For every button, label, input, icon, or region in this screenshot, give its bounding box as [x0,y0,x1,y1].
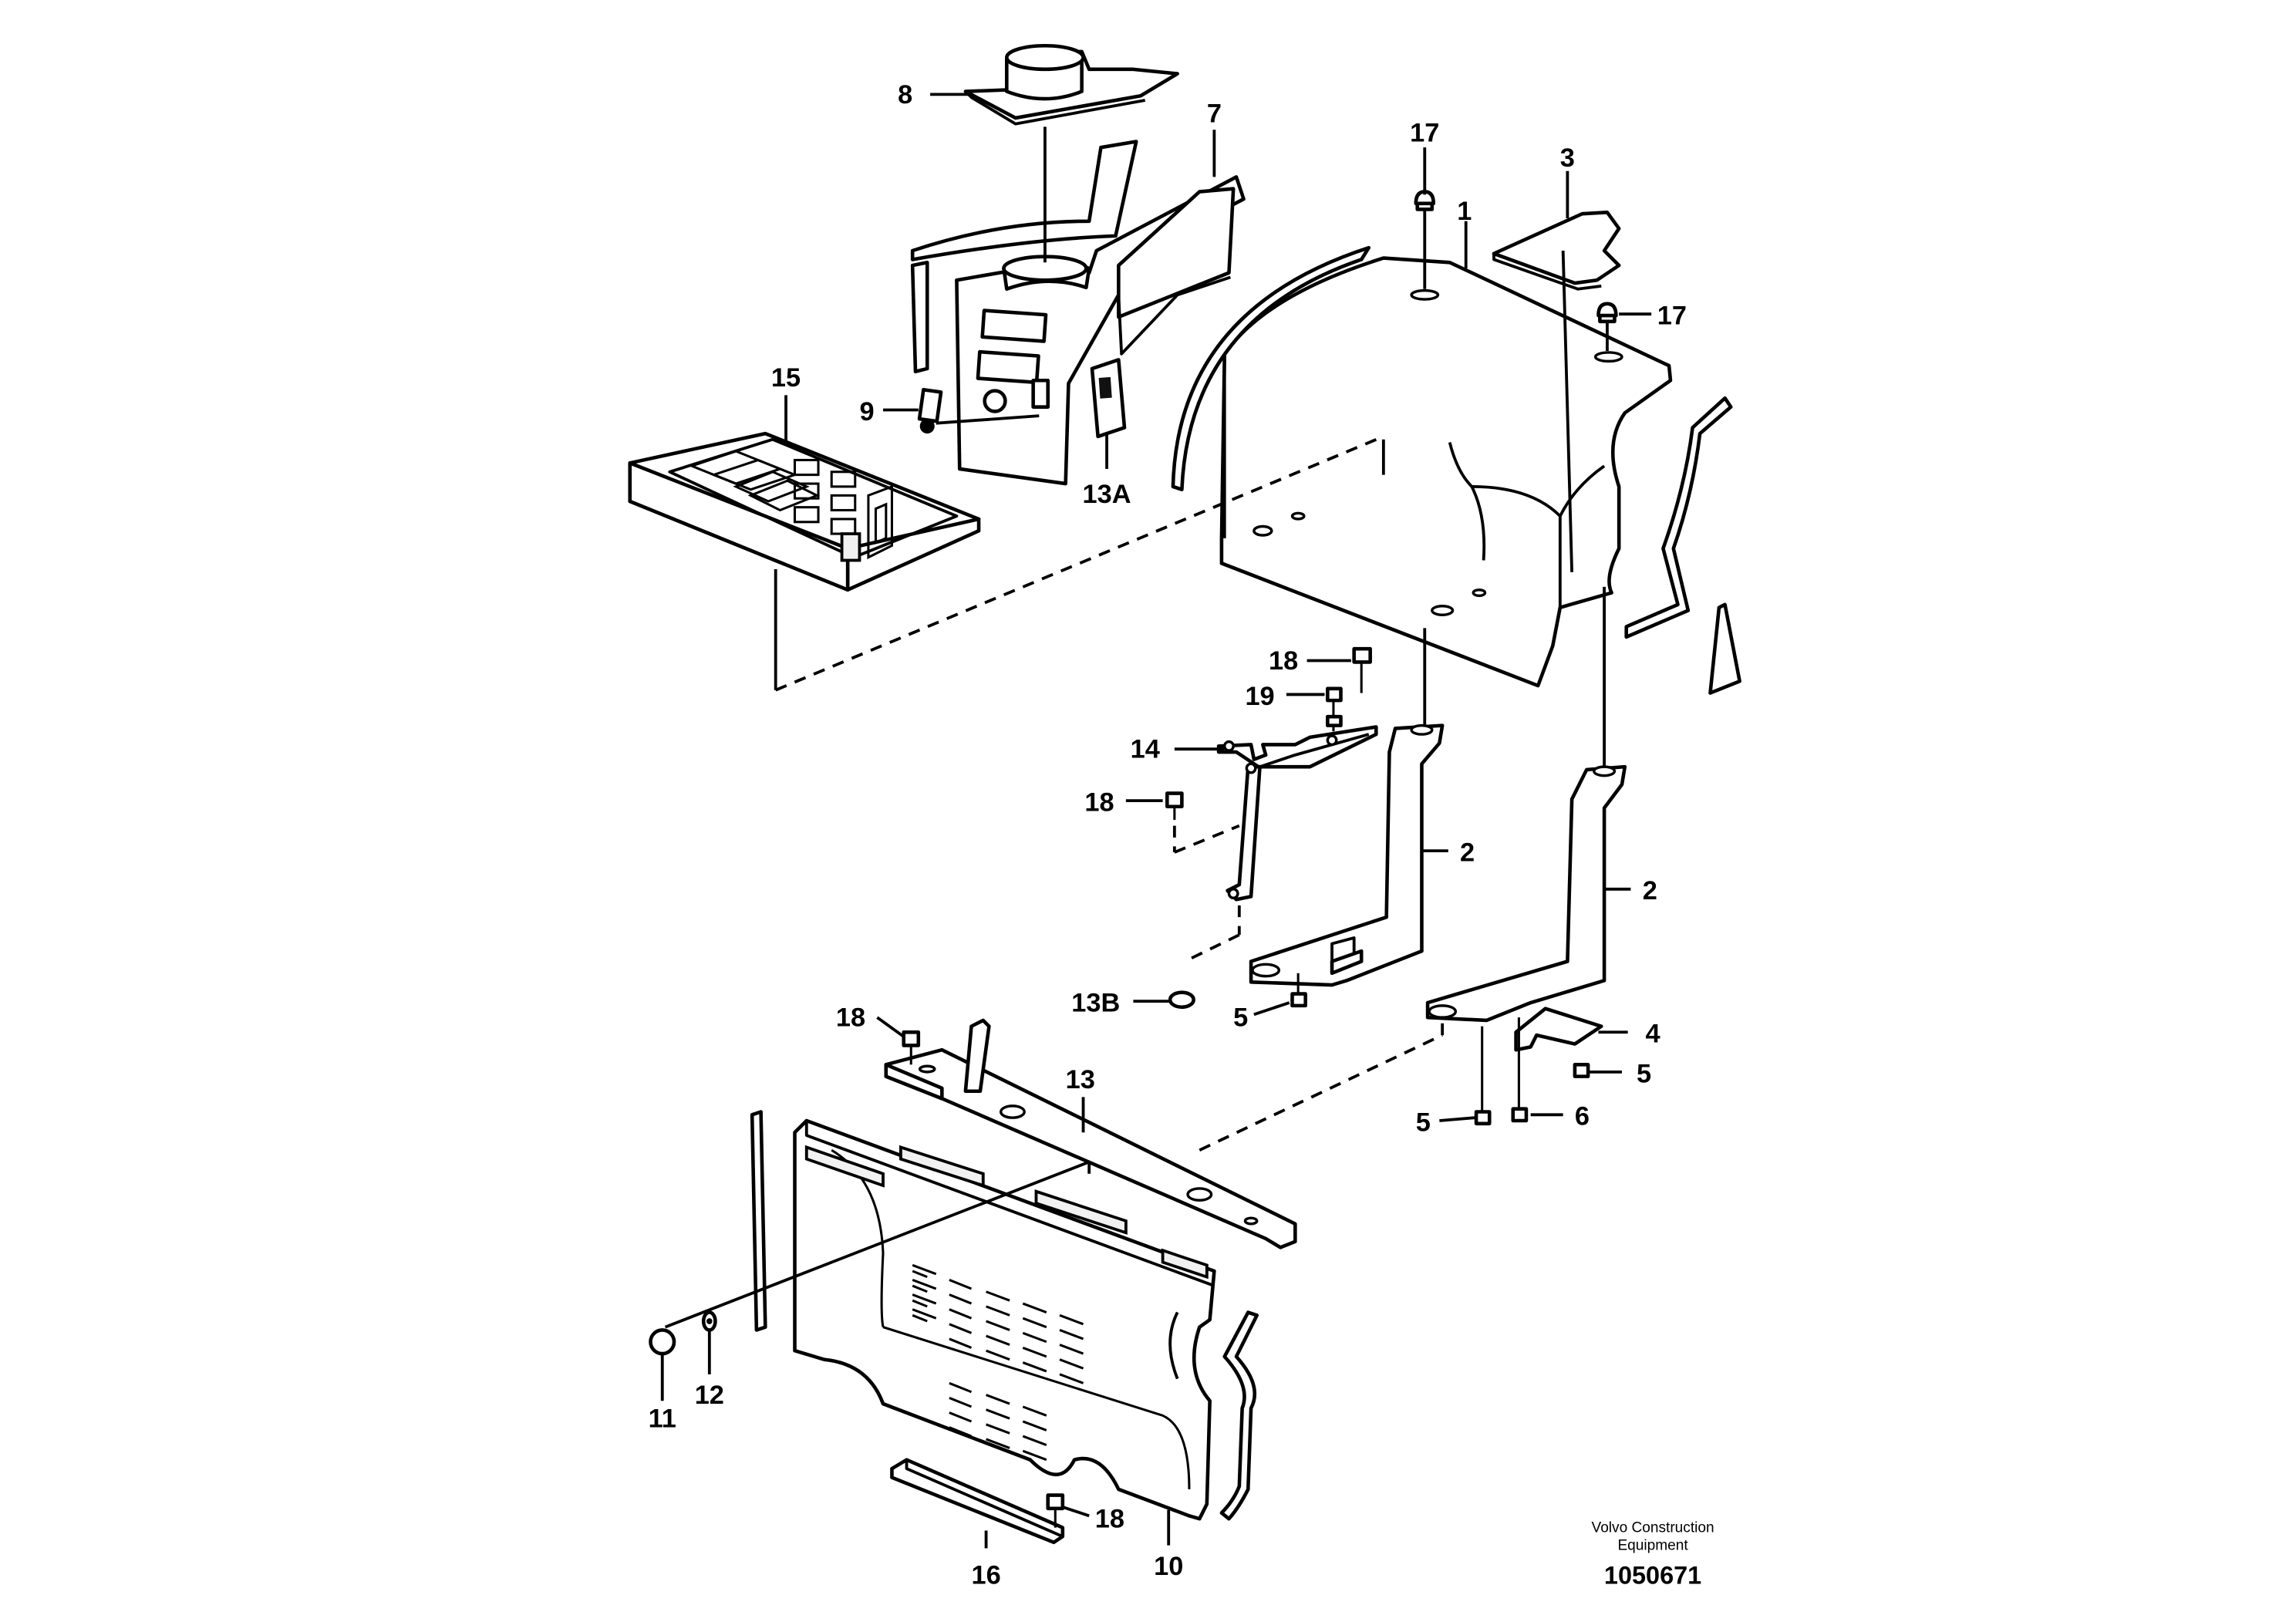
callout-18-b: 18 [1084,787,1114,817]
part-5-bolt-c [1474,1026,1492,1126]
part-13a-plate [1090,358,1127,439]
part-10-side-panel [793,1118,1216,1521]
part-4-bracket [1514,1007,1603,1052]
callout-13a: 13A [1083,480,1131,509]
part-12-washer [701,1310,717,1332]
credit-line-2: Equipment [1617,1537,1688,1553]
callout-7: 7 [1207,99,1222,129]
callout-18-a: 18 [1269,646,1298,676]
part-7-console [910,140,1246,486]
part-17-plug-b [1596,302,1618,324]
seal-strip-curved [1219,1310,1259,1521]
callout-17-a: 17 [1410,119,1439,148]
part-9-switch [917,387,1040,434]
callout-18-c: 18 [836,1003,865,1033]
part-18-bolt-upper [1352,646,1372,693]
part-8-air-duct [963,43,1179,126]
part-14-bracket [1216,725,1378,902]
part-18-bolt-bracket [1165,791,1184,820]
callout-18-d: 18 [1095,1505,1124,1534]
callout-16: 16 [971,1560,1000,1590]
seal-strip-right [1624,396,1733,639]
part-3-plate [1492,211,1621,291]
callout-19: 19 [1245,682,1274,711]
callout-10: 10 [1154,1552,1183,1581]
part-17-plug-a [1414,190,1436,211]
seal-strip-vertical [750,1110,767,1332]
callout-13: 13 [1066,1065,1095,1094]
side-panel-small [1708,602,1741,695]
vent-slots-upper [912,1270,928,1323]
callout-2-right: 2 [1643,876,1657,905]
part-2-support-right [1425,764,1627,1023]
part-5-bolt-a [1290,973,1307,1008]
part-16-strip [890,1458,1065,1545]
callout-9: 9 [859,397,874,427]
part-18-bolt-strip [1046,1493,1065,1528]
part-6-washer [1511,1017,1529,1123]
credit-line-1: Volvo Construction [1592,1519,1714,1536]
part-2-support-left [1249,723,1445,987]
callout-labels: 1 2 2 3 4 5 5 5 6 7 8 9 10 11 12 13 13A … [649,80,1687,1590]
part-13-rail [884,1018,1297,1249]
part-19-bolt [1326,686,1343,732]
part-11-knob [649,1328,676,1356]
callout-13b: 13B [1071,988,1120,1017]
callout-4: 4 [1646,1020,1660,1049]
callout-2-left: 2 [1460,838,1475,867]
callout-12: 12 [695,1381,724,1410]
document-number: 1050671 [1604,1561,1701,1589]
callout-15: 15 [771,363,801,393]
callout-6: 6 [1575,1102,1590,1131]
assembly-lines [664,126,1609,1329]
callout-14: 14 [1131,735,1160,764]
callout-17-b: 17 [1657,302,1687,331]
callout-5-c: 5 [1416,1108,1431,1137]
callout-5-a: 5 [1233,1003,1248,1033]
part-1-main-cover [1219,256,1673,688]
part-15-floor-mat [628,431,981,592]
callout-11: 11 [649,1404,676,1434]
part-5-bolt-b [1573,1063,1590,1078]
callout-5-b: 5 [1637,1059,1651,1088]
callout-3: 3 [1560,143,1575,173]
seal-strip-left [1171,245,1371,492]
callout-8: 8 [898,80,912,110]
footer: Volvo Construction Equipment 1050671 [1592,1519,1714,1589]
callout-leaders [660,93,1652,1549]
callout-1: 1 [1457,197,1472,226]
part-18-bolt-rail [902,1030,921,1065]
part-13b-grommet [1168,990,1195,1010]
